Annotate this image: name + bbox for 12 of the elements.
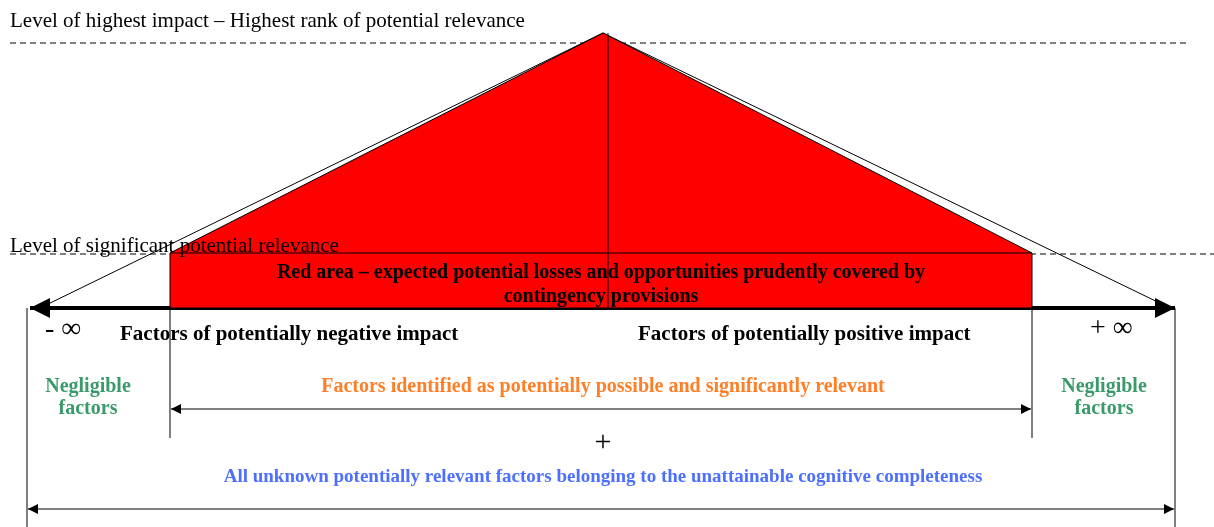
range-label: Negligible factors: [1060, 374, 1148, 418]
plus-sign: +: [594, 424, 612, 457]
range-label: Negligible factors: [44, 374, 132, 418]
range-label: Factors identified as potentially possible and significantly relevant: [321, 374, 885, 396]
area-label: Red area – expected potential losses and opportunities prudently covered by contingency provisions: [275, 259, 927, 307]
infinity-sign: + ∞: [1090, 312, 1133, 343]
axis-label: Factors of potentially positive impact: [638, 322, 971, 346]
level-label: Level of significant potential relevance: [10, 234, 339, 258]
range-label: All unknown potentially relevant factors belonging to the unattainable cognitive completeness: [223, 466, 983, 487]
axis-label: Factors of potentially negative impact: [120, 322, 459, 346]
level-label: Level of highest impact – Highest rank of potential relevance: [10, 9, 525, 33]
infinity-sign: - ∞: [45, 313, 82, 344]
